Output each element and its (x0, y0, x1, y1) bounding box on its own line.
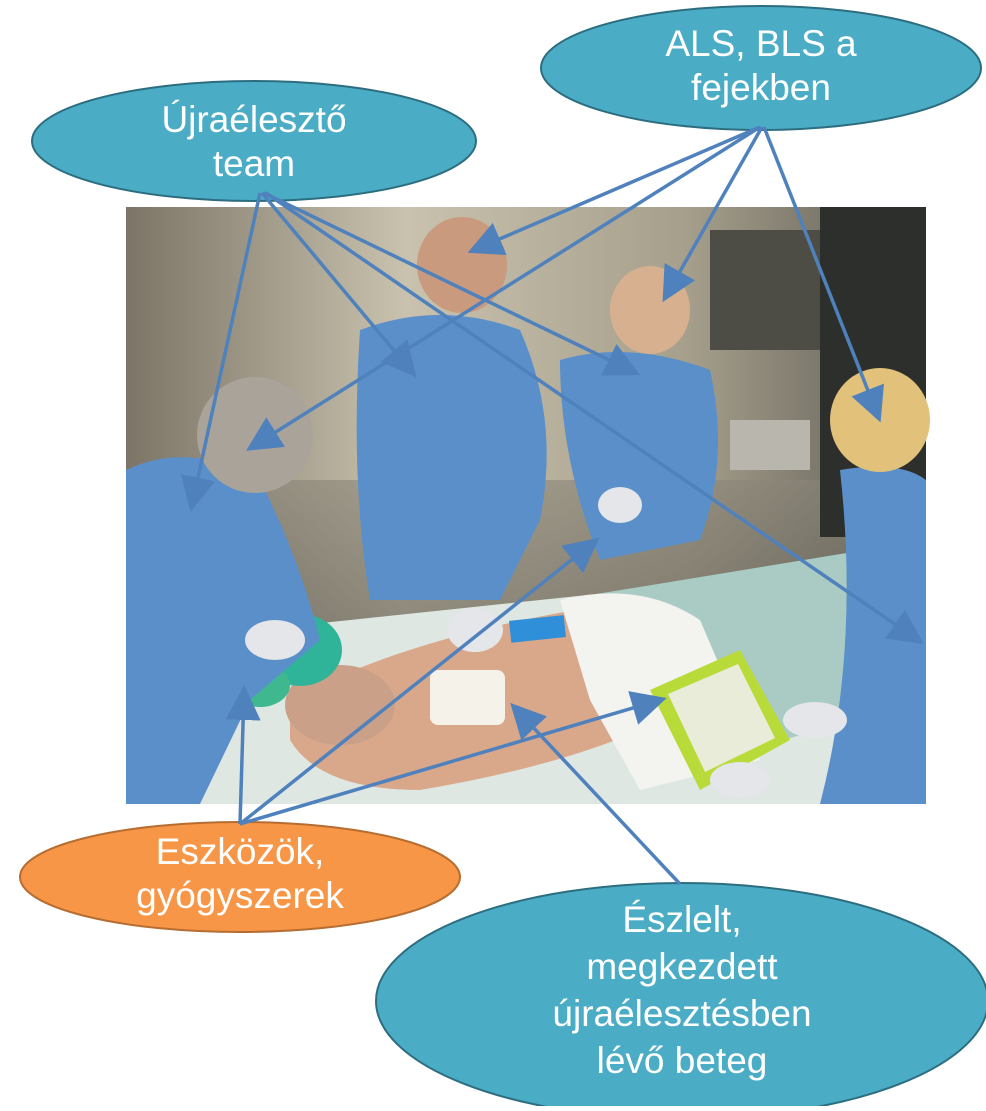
team-bubble (31, 80, 477, 202)
photo-defib-pad (430, 670, 505, 725)
photo-rescuer-center-head (417, 217, 507, 313)
resuscitation-photo (126, 207, 930, 804)
photo-window (710, 230, 820, 350)
arrow-als-right-head (662, 126, 764, 303)
photo-glove (245, 620, 305, 660)
tools-bubble (19, 821, 461, 933)
photo-aed-panel (668, 664, 775, 772)
photo-glove (783, 702, 847, 738)
photo-glove (598, 487, 642, 523)
photo-sink (730, 420, 810, 470)
arrow-tools-bag-valve (225, 685, 261, 825)
photo-rescuer-center (356, 315, 547, 600)
arrow-team-right-rescuer (263, 191, 641, 376)
photo-rescuer-right-head (610, 266, 690, 354)
arrow-als-left-head (246, 125, 761, 451)
arrow-als-center-head (467, 125, 761, 256)
photo-glove (447, 608, 503, 652)
als-bls-bubble (540, 5, 982, 131)
arrow-tools-drugs (238, 537, 600, 826)
arrow-team-far-right-rescuer (265, 191, 924, 644)
photo-glove (710, 762, 770, 798)
arrow-als-far-right-head (762, 126, 885, 423)
photo-patient-head (285, 665, 395, 745)
arrow-tools-aed (239, 691, 667, 826)
arrow-team-left-rescuer (180, 192, 262, 512)
photo-blue-pad (508, 615, 566, 643)
arrow-team-center-rescuer (260, 191, 417, 378)
arrow-patient (510, 702, 682, 886)
photo-rescuer-far-right-head (830, 368, 930, 472)
patient-bubble (375, 882, 986, 1111)
photo-rescuer-left (126, 457, 320, 804)
